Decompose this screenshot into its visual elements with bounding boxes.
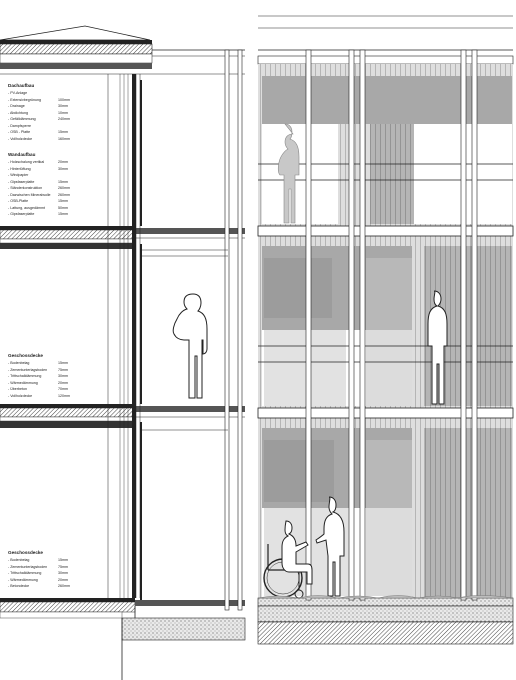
spec-row: - Dazwischen Mineralwolle 260mm xyxy=(8,192,74,199)
spec-row: - Trittschalldämmung 30mm xyxy=(8,570,74,577)
spec-row: - Drainage 30mm xyxy=(8,103,74,110)
spec-row: - Bodenbelag 15mm xyxy=(8,557,74,564)
spec-row-label: - Vollholzdecke xyxy=(8,136,33,141)
spec-row-value: 20mm xyxy=(58,577,68,582)
spec-row-value: 15mm xyxy=(58,361,68,365)
spec-row-label: - Abdichtung xyxy=(8,110,28,115)
spec-row-label: - Vollholzdecke xyxy=(8,393,33,398)
spec-row-value: 30mm xyxy=(58,571,68,575)
spec-row-label: - Dazwischen Mineralwolle xyxy=(8,192,51,197)
spec-row-value: 20mm xyxy=(58,160,68,164)
spec-row-value: 75mm xyxy=(58,367,68,372)
ground-planting xyxy=(257,595,514,599)
spec-row-value: 15mm xyxy=(58,179,68,184)
spec-row-label: - Gipsfaserplatte xyxy=(8,179,35,184)
spec-row-label: - Windpapier xyxy=(8,173,29,177)
spec-row: - Wärmedämmung 20mm xyxy=(8,380,74,387)
person-silhouette-caregiver xyxy=(315,496,345,597)
spec-row-label: - Trittschalldämmung xyxy=(8,374,42,378)
building-section xyxy=(0,25,246,680)
spec-row-value: 260mm xyxy=(58,186,70,190)
spec-row-value: 160mm xyxy=(58,136,70,141)
spec-row-value: 30mm xyxy=(58,374,68,378)
spec-row-value: 70mm xyxy=(58,387,68,391)
spec-row-label: - Bodenbelag xyxy=(8,361,30,365)
spec-row-label: - Ständerkonstruktion xyxy=(8,186,43,190)
facade-elevation xyxy=(257,15,514,645)
spec-row-value: 100mm xyxy=(58,97,70,102)
spec-row-value: 30mm xyxy=(58,104,68,108)
spec-block-floor-lower: Geschossdecke - Bodenbelag 15mm - Zementun… xyxy=(8,550,74,590)
spec-row: - Hinterlüftung 30mm xyxy=(8,166,74,173)
spec-row-value: 30mm xyxy=(58,166,68,171)
spec-block-floor-upper: Geschossdecke - Bodenbelag 15mm - Zementun… xyxy=(8,353,74,399)
spec-row: - Ständerkonstruktion 260mm xyxy=(8,185,74,192)
spec-row-label: - Wärmedämmung xyxy=(8,577,38,582)
spec-row-label: - Bodenbelag xyxy=(8,558,30,562)
spec-row: - Überbeton 70mm xyxy=(8,386,74,393)
spec-row: - Gipsfaserplatte 15mm xyxy=(8,179,74,186)
spec-row: - Abdichtung 10mm xyxy=(8,110,74,117)
spec-row-label: - Dampfsperre xyxy=(8,123,31,128)
spec-row-label: - PV-Anlage xyxy=(8,91,28,95)
spec-row-label: - Überbeton xyxy=(8,387,27,391)
spec-title: Wandaufbau xyxy=(8,152,36,157)
spec-row-value: 120mm xyxy=(58,393,70,398)
person-silhouette-window xyxy=(277,123,300,224)
spec-row: - Lattung, ausgedämmt 50mm xyxy=(8,205,74,212)
spec-row: - Zementunterlagsboden 75mm xyxy=(8,564,74,571)
spec-row-label: - Holzschalung vertikal xyxy=(8,160,45,164)
spec-row: - PV-Anlage xyxy=(8,90,74,97)
spec-row: - Dampfsperre xyxy=(8,123,74,130)
spec-row-label: - OSB-Platte xyxy=(8,199,29,203)
spec-row: - Extensivbegrünung 100mm xyxy=(8,97,74,104)
spec-row-value: 15mm xyxy=(58,212,68,216)
spec-row-label: - Gefälldämmung xyxy=(8,117,36,121)
spec-row: - Bodenbelag 15mm xyxy=(8,360,74,367)
spec-row-value: 10mm xyxy=(58,110,68,115)
spec-row: - Betondecke 260mm xyxy=(8,583,74,590)
spec-row: - Windpapier xyxy=(8,172,74,179)
spec-row-label: - Trittschalldämmung xyxy=(8,571,42,575)
spec-title: Dachaufbau xyxy=(8,83,35,88)
spec-row: - Holzschalung vertikal 20mm xyxy=(8,159,74,166)
spec-row: - Trittschalldämmung 30mm xyxy=(8,373,74,380)
spec-row-value: 15mm xyxy=(58,130,68,134)
spec-row: - Vollholzdecke 120mm xyxy=(8,393,74,400)
spec-row-value: 260mm xyxy=(58,192,70,197)
person-silhouette-balcony xyxy=(427,290,448,405)
spec-row-value: 50mm xyxy=(58,205,68,210)
spec-title: Geschossdecke xyxy=(8,353,43,358)
spec-row: - Gipsfaserplatte 15mm xyxy=(8,211,74,218)
spec-row: - Vollholzdecke 160mm xyxy=(8,136,74,143)
spec-row: - Zementunterlagsboden 75mm xyxy=(8,367,74,374)
spec-row-value: 240mm xyxy=(58,117,70,121)
spec-row-label: - Drainage xyxy=(8,104,25,108)
spec-row-label: - Zementunterlagsboden xyxy=(8,367,48,372)
spec-row: - OSB - Platte 15mm xyxy=(8,129,74,136)
spec-row-value: 15mm xyxy=(58,558,68,562)
spec-row: - OSB-Platte 15mm xyxy=(8,198,74,205)
spec-row-label: - Zementunterlagsboden xyxy=(8,564,48,569)
spec-row-value: 260mm xyxy=(58,584,70,588)
spec-title: Geschossdecke xyxy=(8,550,43,555)
person-silhouette-section xyxy=(172,293,208,399)
spec-row-value: 75mm xyxy=(58,564,68,569)
spec-row-label: - Wärmedämmung xyxy=(8,380,38,385)
spec-row-value: 20mm xyxy=(58,380,68,385)
spec-row-label: - Extensivbegrünung xyxy=(8,97,41,102)
spec-block-roof: Dachaufbau - PV-Anlage - Extensivbegrünun… xyxy=(8,83,74,142)
spec-row-label: - Betondecke xyxy=(8,584,30,588)
spec-row-value: 15mm xyxy=(58,199,68,203)
spec-row-label: - Lattung, ausgedämmt xyxy=(8,205,45,210)
spec-row-label: - Gipsfaserplatte xyxy=(8,212,35,216)
spec-row-label: - OSB - Platte xyxy=(8,130,31,134)
spec-row: - Wärmedämmung 20mm xyxy=(8,577,74,584)
spec-row-label: - Hinterlüftung xyxy=(8,166,31,171)
spec-row: - Gefälldämmung 240mm xyxy=(8,116,74,123)
